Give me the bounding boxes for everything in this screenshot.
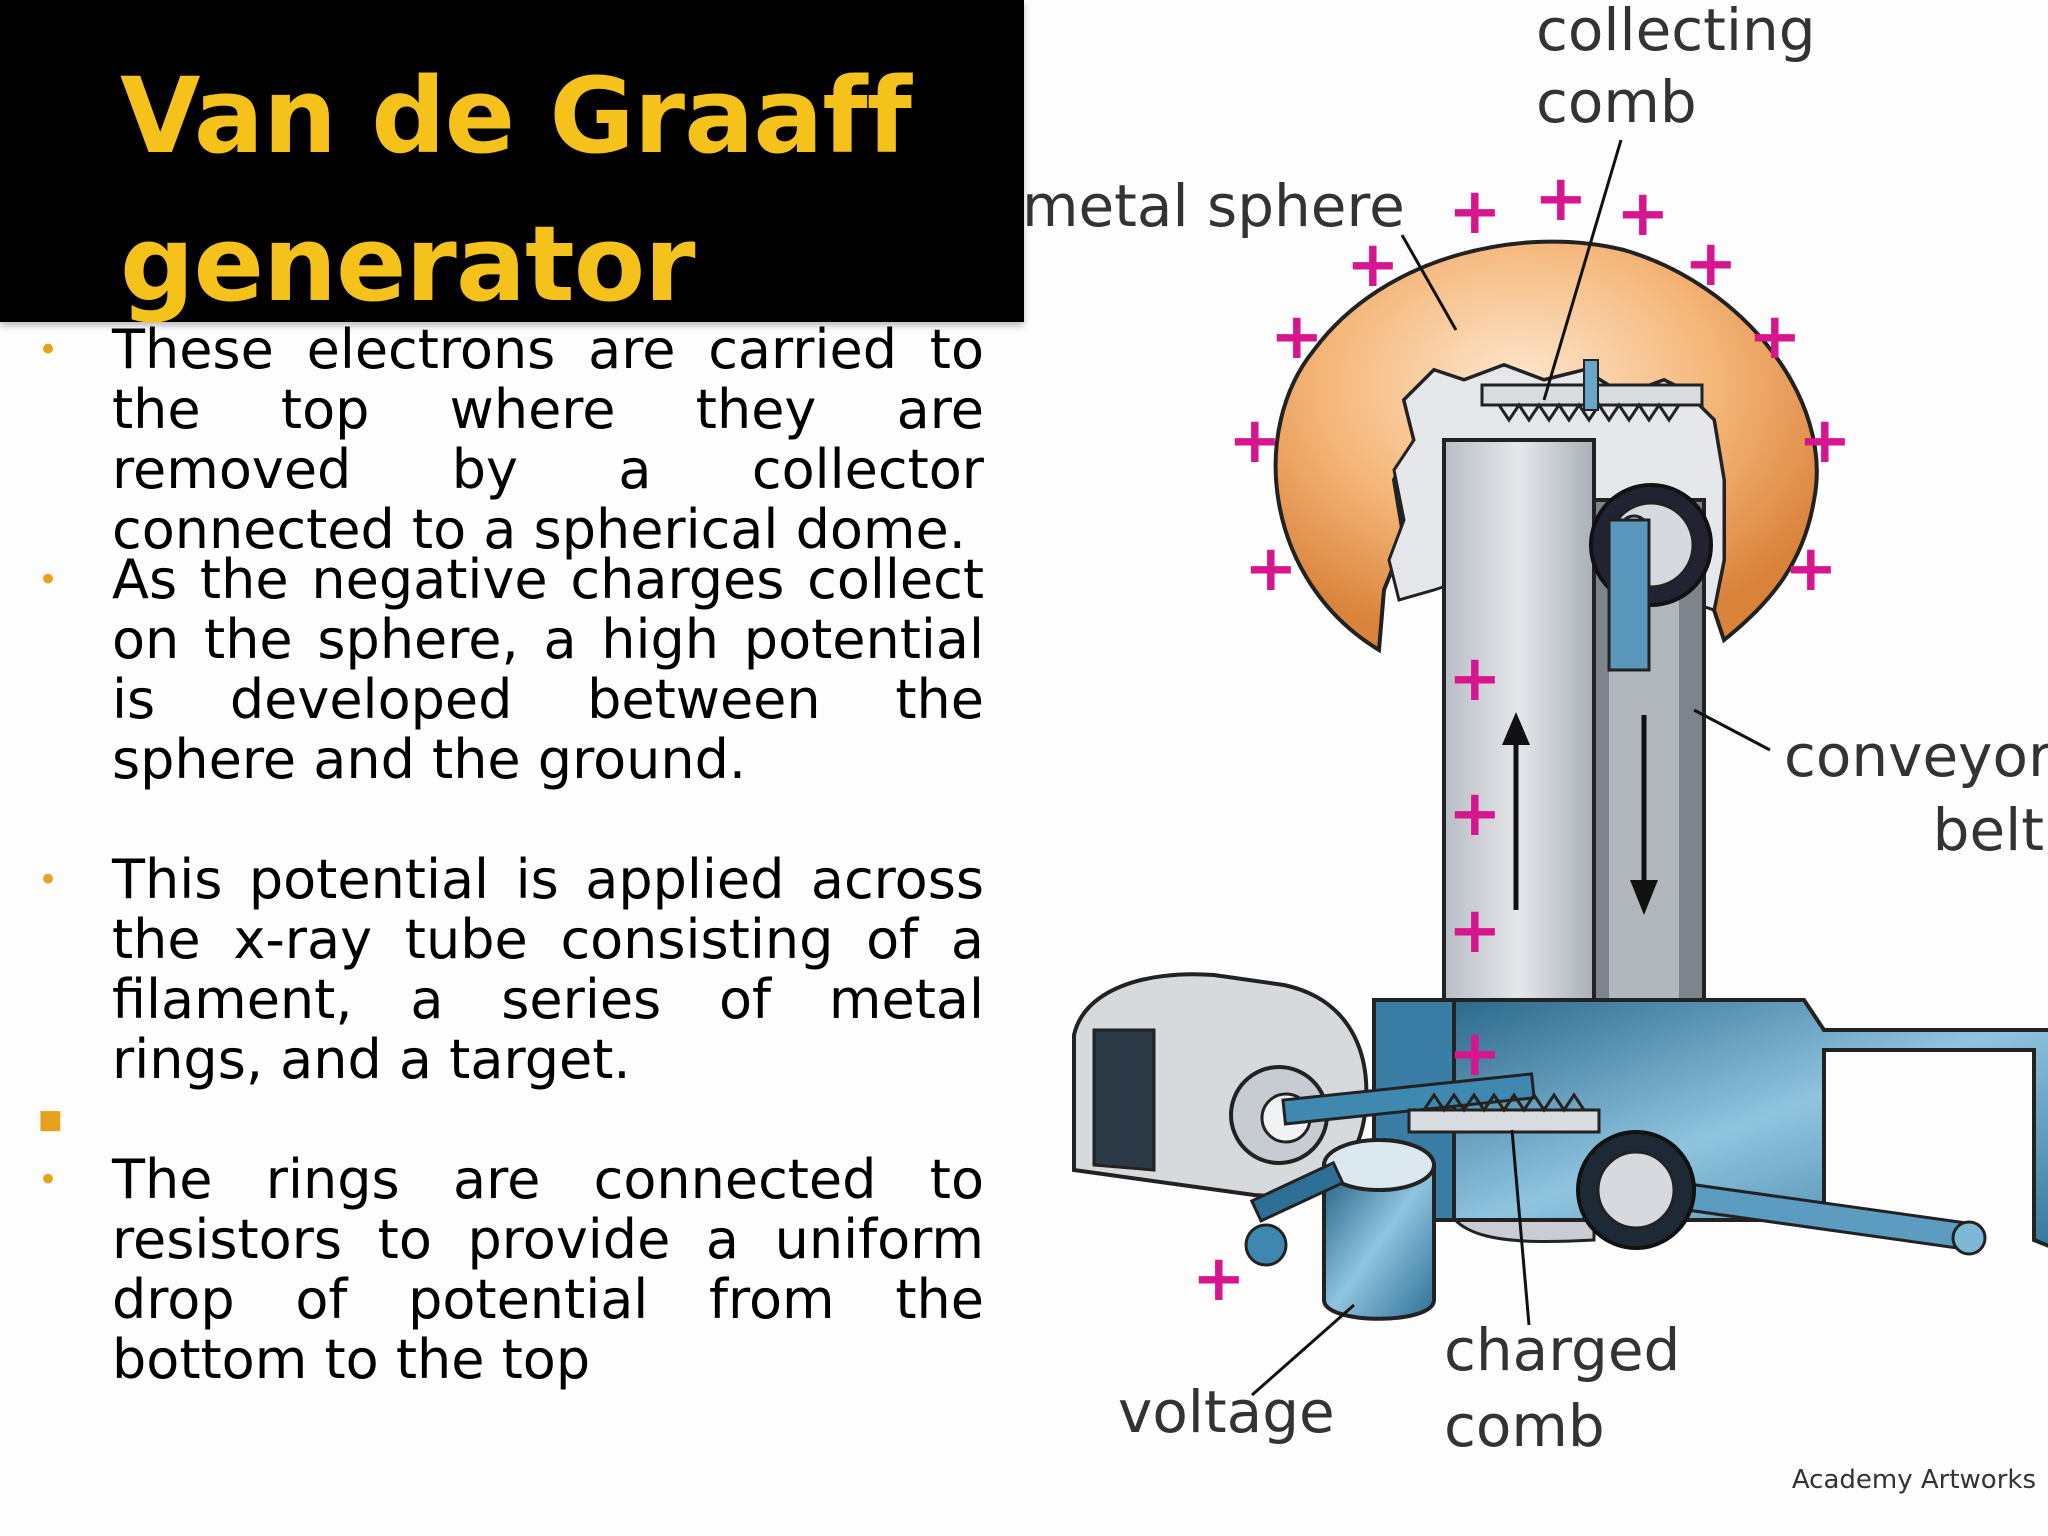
bullet-list: • These electrons are carried to the top… xyxy=(0,320,1000,1390)
plus-sign: + xyxy=(1192,1242,1246,1316)
plus-sign: + xyxy=(1244,532,1298,606)
label-charged-comb: comb xyxy=(1444,1392,1605,1460)
label-voltage: voltage xyxy=(1118,1378,1335,1446)
voltage-terminal xyxy=(1322,1163,1436,1321)
charged-comb-teeth xyxy=(1422,1092,1586,1113)
bullet-item-1: • These electrons are carried to the top… xyxy=(0,320,1000,560)
belt-up-arrowhead xyxy=(1502,712,1530,745)
plus-sign: + xyxy=(1748,300,1802,374)
voltage-terminal-top xyxy=(1322,1138,1436,1192)
bullet-text: These electrons are carried to the top w… xyxy=(112,318,984,561)
plus-sign: + xyxy=(1448,777,1502,851)
plus-sign: + xyxy=(1784,532,1838,606)
leader-collecting-comb xyxy=(1542,139,1623,401)
charged-comb-bar xyxy=(1407,1108,1601,1134)
title-bar: Van de Graaff generator xyxy=(0,0,1024,325)
label-collecting: collecting xyxy=(1536,0,1816,64)
leader-conveyor-belt xyxy=(1693,708,1771,752)
plus-sign: + xyxy=(1448,642,1502,716)
plus-sign: + xyxy=(1448,175,1502,249)
label-collecting-comb: comb xyxy=(1536,68,1697,136)
comb-support xyxy=(1583,359,1599,411)
right-shaft-end xyxy=(1951,1220,1987,1256)
collecting-comb-teeth xyxy=(1497,402,1681,423)
square-bullet-marker: ■ xyxy=(38,1105,63,1135)
label-conveyor: conveyor xyxy=(1784,722,2048,790)
bullet-item-3: • This potential is applied across the x… xyxy=(0,850,1000,1090)
leader-charged-comb xyxy=(1510,1129,1531,1326)
label-metal-sphere: metal sphere xyxy=(1024,172,1405,240)
plus-sign: + xyxy=(1346,228,1400,302)
plus-sign: + xyxy=(1448,1017,1502,1091)
belt-down-arrowhead xyxy=(1630,880,1658,915)
image-credit: Academy Artworks xyxy=(1792,1465,2036,1495)
plus-sign: + xyxy=(1228,404,1282,478)
plus-sign: + xyxy=(1448,894,1502,968)
top-pulley-bracket xyxy=(1607,518,1651,672)
motor-band xyxy=(1092,1028,1156,1172)
label-charged: charged xyxy=(1444,1316,1680,1384)
bullet-text: This potential is applied across the x-r… xyxy=(112,848,984,1091)
bullet-marker: • xyxy=(38,860,59,900)
plus-sign: + xyxy=(1270,300,1324,374)
bullet-text: As the negative charges collect on the s… xyxy=(112,548,984,791)
plus-sign: + xyxy=(1798,404,1852,478)
bullet-item-4: • The rings are connected to resistors t… xyxy=(0,1150,1000,1390)
bullet-text: The rings are connected to resistors to … xyxy=(112,1148,984,1391)
slide-title: Van de Graaff generator xyxy=(120,55,912,325)
bullet-item-empty: ■ xyxy=(0,1090,1000,1150)
van-de-graaff-diagram: + + + + + + + + + + + + + + + + collecti… xyxy=(1024,0,2048,1495)
plus-sign: + xyxy=(1534,162,1588,236)
plus-sign: + xyxy=(1616,177,1670,251)
bullet-marker: • xyxy=(38,330,59,370)
bullet-marker: • xyxy=(38,1160,59,1200)
label-belt: belt xyxy=(1933,796,2044,864)
bottom-pulley-face xyxy=(1596,1150,1676,1230)
voltage-connector-ball xyxy=(1244,1223,1288,1267)
leader-metal-sphere xyxy=(1400,234,1458,331)
bullet-marker: • xyxy=(38,560,59,600)
voltage-connector xyxy=(1249,1160,1345,1223)
bullet-item-2: • As the negative charges collect on the… xyxy=(0,550,1000,850)
plus-sign: + xyxy=(1684,227,1738,301)
leader-voltage xyxy=(1251,1303,1355,1397)
